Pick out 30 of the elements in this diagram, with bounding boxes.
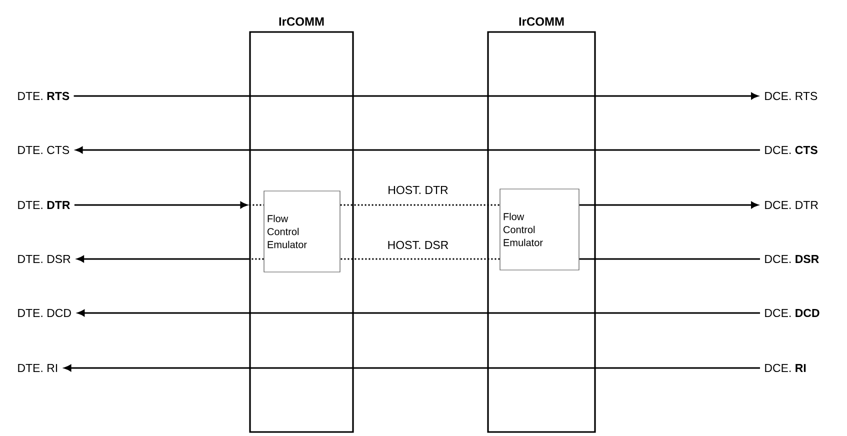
arrow: [76, 146, 760, 154]
edge-label: HOST. DTR: [386, 184, 450, 196]
signal-label: DTE. DSR: [18, 254, 70, 264]
connector-line: [340, 258, 500, 260]
connector-line: [579, 258, 760, 260]
signal-label: DCE. CTS: [765, 146, 818, 154]
arrow: [76, 256, 250, 262]
signal-label: DTE. RI: [18, 364, 58, 372]
signal-label: DTE. DTR: [18, 201, 70, 209]
arrow: [74, 92, 758, 100]
arrow: [579, 202, 758, 208]
arrow: [64, 364, 760, 372]
signal-label: DTE. CTS: [18, 146, 70, 154]
edge-label: HOST. DSR: [386, 240, 450, 250]
module-heading: IrCOMM: [279, 17, 324, 26]
signal-label: DTE. DCD: [18, 308, 71, 318]
signal-label: DCE. DCD: [765, 308, 820, 318]
arrow: [78, 310, 760, 316]
connector-line: [249, 204, 264, 206]
signal-label: DTE. RTS: [18, 92, 70, 100]
connector-line: [249, 258, 264, 260]
signal-label: DCE. DSR: [765, 254, 819, 264]
emulator-box: Flow Control Emulator: [264, 190, 340, 272]
emulator-box: Flow Control Emulator: [500, 188, 580, 270]
signal-label: DCE. RI: [765, 364, 806, 372]
signal-label: DCE. DTR: [765, 200, 818, 210]
module-heading: IrCOMM: [519, 17, 564, 26]
signal-label: DCE. RTS: [765, 92, 818, 100]
connector-line: [340, 204, 500, 206]
arrow: [74, 202, 248, 208]
